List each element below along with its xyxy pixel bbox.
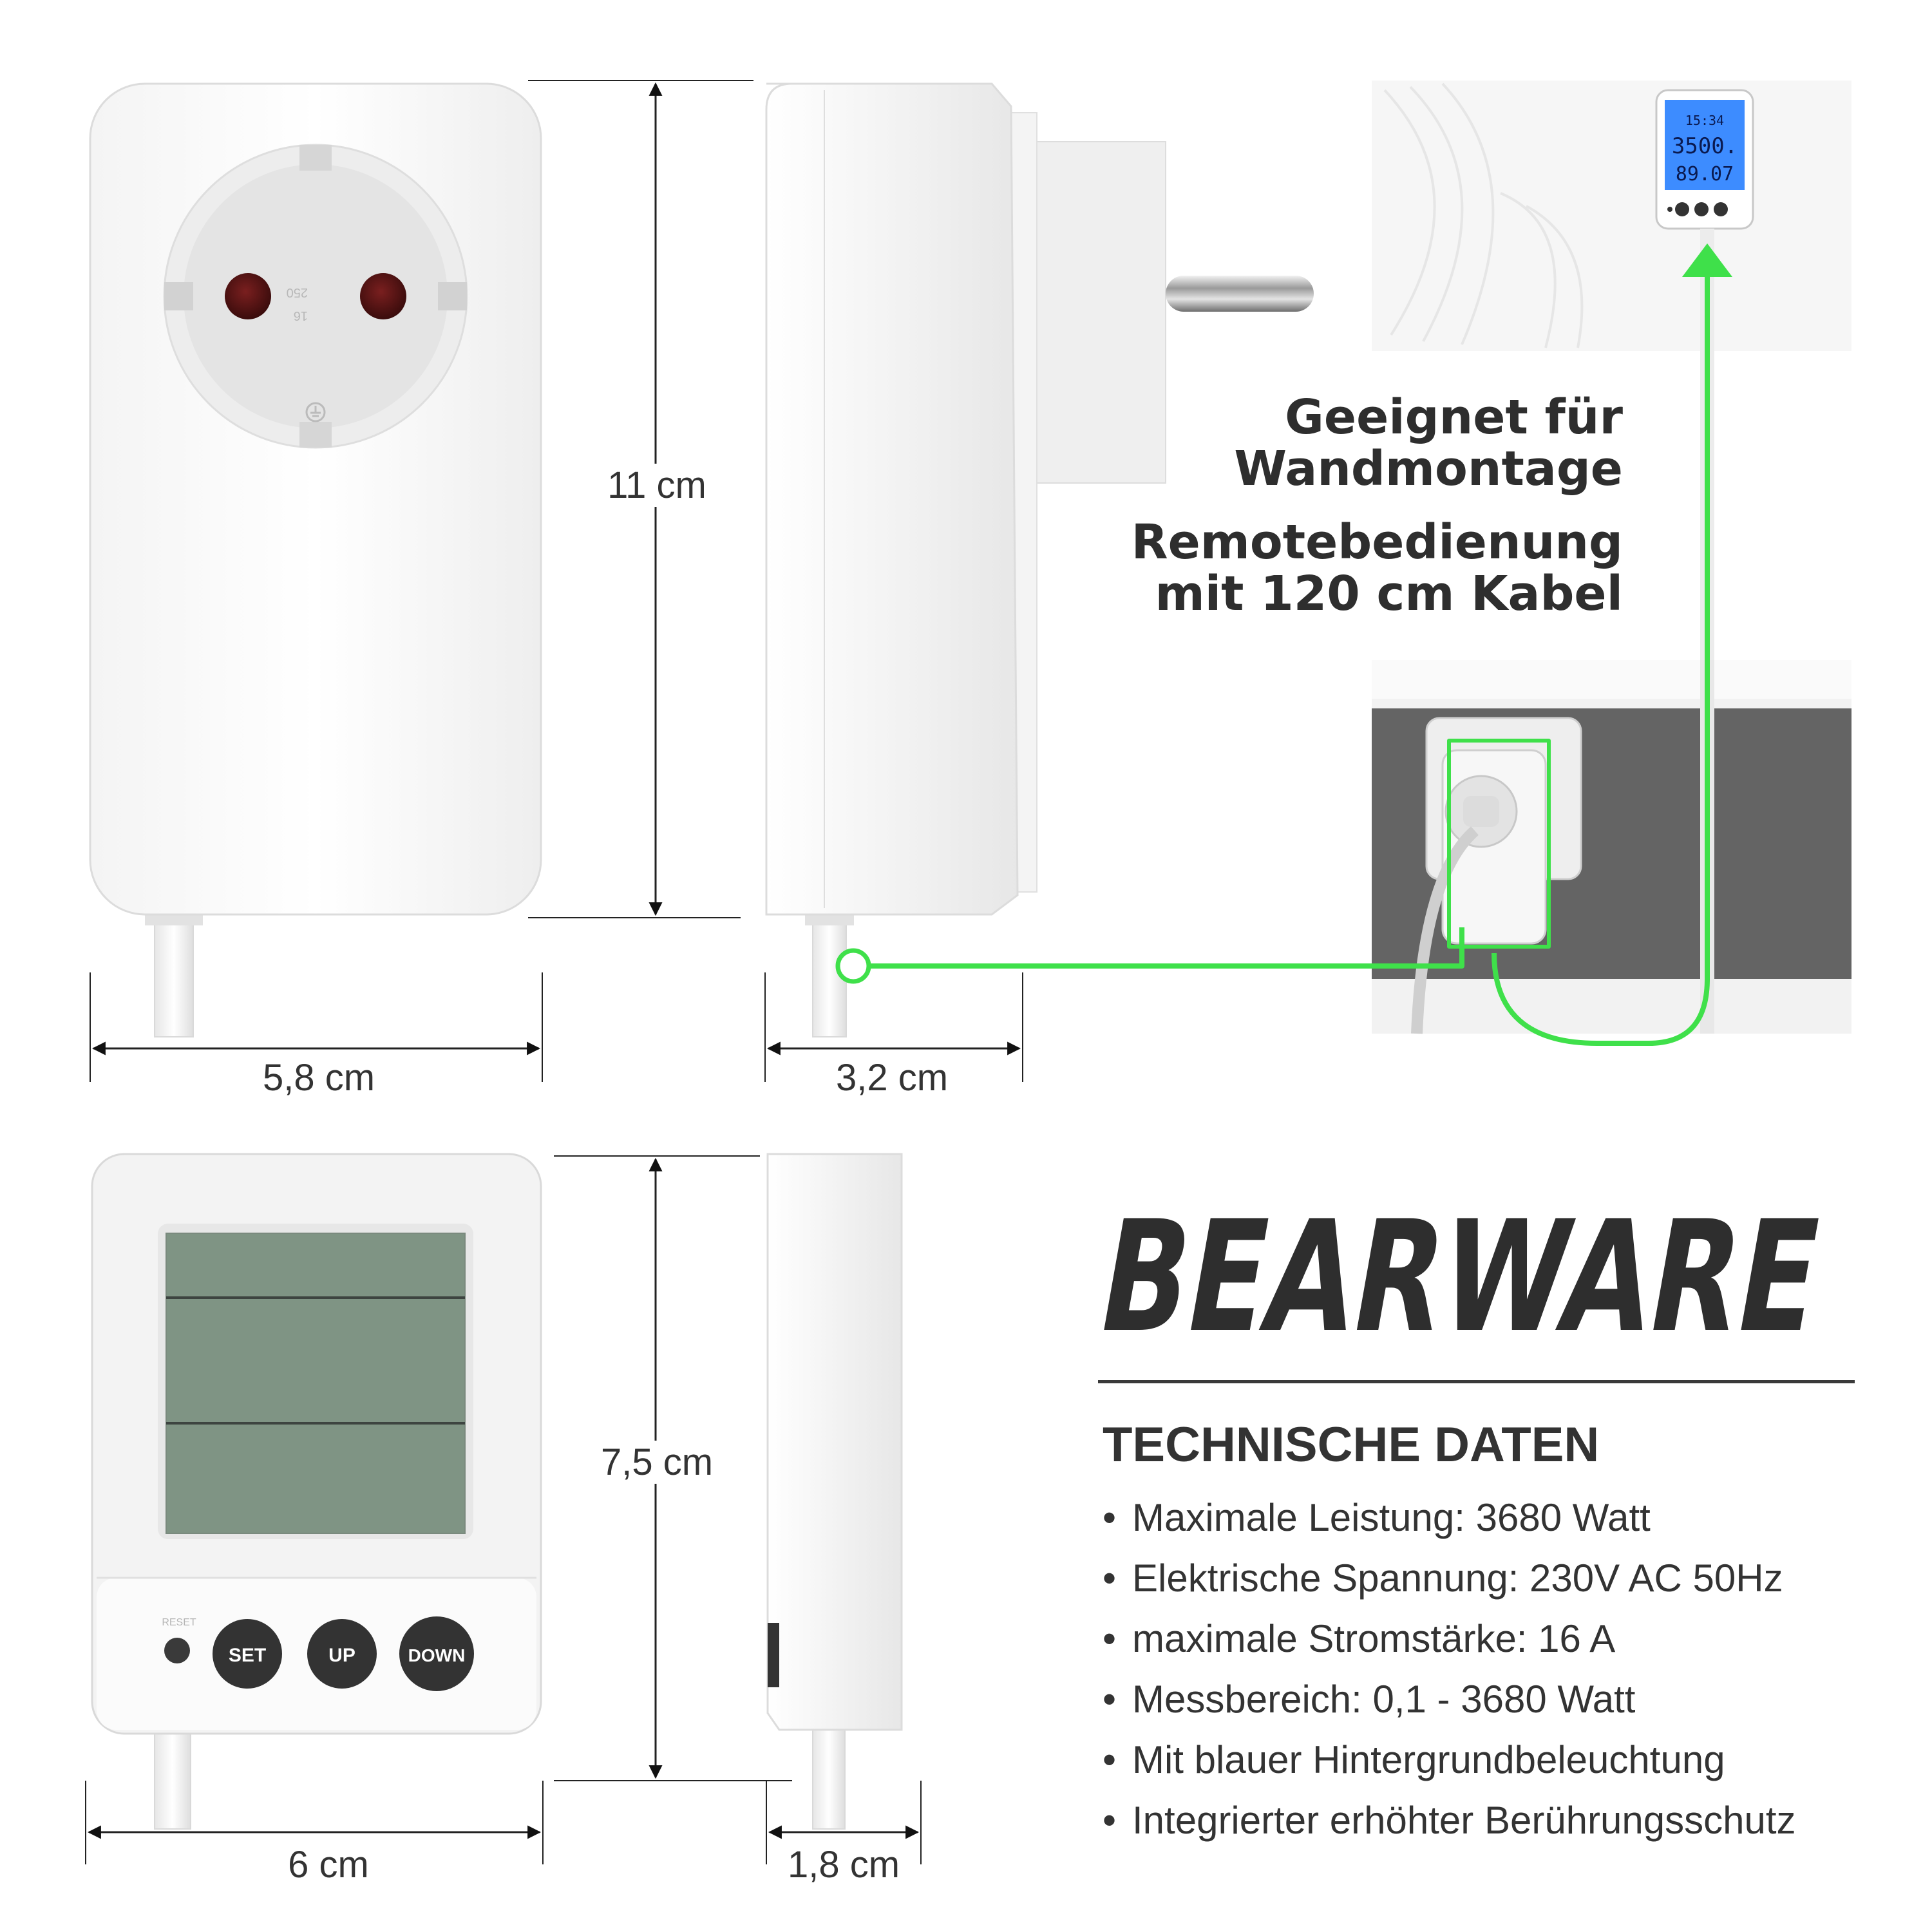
- spec-bullet: •: [1103, 1738, 1117, 1781]
- plug-pin: [1166, 276, 1314, 312]
- socket-rating-bottom: 16: [294, 308, 308, 323]
- spec-text: Integrierter erhöhter Berührungsschutz: [1132, 1799, 1796, 1842]
- mini-lcd-screen: [1665, 100, 1745, 190]
- remote-line1: Remotebedienung: [1131, 515, 1623, 570]
- socket-rating-top: 250: [287, 285, 308, 299]
- spec-item: • maximale Stromstärke: 16 A: [1103, 1609, 1796, 1669]
- spec-bullet: •: [1103, 1678, 1117, 1721]
- socket-recess: [184, 164, 448, 428]
- mini-lcd-value2: 89.07: [1676, 163, 1734, 185]
- spec-bullet: •: [1103, 1617, 1117, 1660]
- mini-lcd-value1: 3500.: [1672, 133, 1738, 159]
- brand-divider: [1098, 1380, 1855, 1383]
- ground-symbol-icon: [305, 402, 326, 422]
- display-cable: [154, 1725, 191, 1830]
- wall-photo-top: 15:34 3500. 89.07: [1372, 80, 1852, 351]
- spec-text: Mit blauer Hintergrundbeleuchtung: [1132, 1738, 1725, 1781]
- spec-bullet: •: [1103, 1557, 1117, 1600]
- display-side-cable: [812, 1725, 846, 1830]
- green-cable-line: [868, 927, 1464, 969]
- spec-text: Messbereich: 0,1 - 3680 Watt: [1132, 1678, 1636, 1721]
- socket-hole-left: [225, 273, 271, 319]
- mini-lcd-time: 15:34: [1685, 113, 1724, 128]
- wall-mount-line1: Geeignet für: [1285, 390, 1623, 445]
- spec-item: • Maximale Leistung: 3680 Watt: [1103, 1488, 1796, 1548]
- mini-button-3: [1714, 202, 1728, 216]
- dim-label-plug-width: 5,8 cm: [262, 1057, 375, 1099]
- wall-mount-callout: Geeignet für Wandmontage: [1234, 392, 1623, 495]
- mini-button-2: [1694, 202, 1709, 216]
- ground-clip-bottom: [299, 422, 332, 448]
- green-arrow-head: [1682, 243, 1732, 277]
- spec-text: Maximale Leistung: 3680 Watt: [1132, 1496, 1651, 1539]
- reset-button[interactable]: [164, 1638, 190, 1663]
- display-side-body: [766, 1153, 903, 1731]
- plug-cable: [154, 907, 194, 1037]
- spec-item: • Messbereich: 0,1 - 3680 Watt: [1103, 1669, 1796, 1730]
- reset-label: RESET: [162, 1617, 196, 1628]
- spec-bullet: •: [1103, 1799, 1117, 1842]
- remote-cable-path: [835, 243, 1732, 1046]
- display-unit-side-view: [766, 1153, 903, 1830]
- spec-item: • Mit blauer Hintergrundbeleuchtung: [1103, 1730, 1796, 1790]
- up-button-label: UP: [328, 1645, 355, 1666]
- green-device-outline: [1447, 739, 1551, 949]
- up-button[interactable]: UP: [307, 1619, 377, 1689]
- spec-item: • Elektrische Spannung: 230V AC 50Hz: [1103, 1548, 1796, 1609]
- spec-item: • Integrierter erhöhter Berührungsschutz: [1103, 1790, 1796, 1851]
- spec-title: TECHNISCHE DATEN: [1103, 1417, 1600, 1472]
- socket-plug-front-view: 250 16: [89, 82, 542, 1037]
- display-side-buttons: [768, 1623, 779, 1687]
- plug-prong-housing: [1030, 141, 1166, 484]
- bearware-logo-text: BEARWARE: [1095, 1191, 1833, 1352]
- lcd-screen: [166, 1233, 466, 1534]
- set-button[interactable]: SET: [213, 1619, 282, 1689]
- green-cable-to-display: [1492, 277, 1710, 1046]
- dim-label-display-height: 7,5 cm: [580, 1441, 734, 1484]
- bearware-logo: BEARWARE: [1095, 1191, 1833, 1352]
- wall-background: [1372, 80, 1852, 351]
- wall-mount-line2: Wandmontage: [1234, 441, 1623, 497]
- dim-label-display-width: 6 cm: [288, 1844, 369, 1886]
- fan-blades-decor: [1383, 82, 1584, 348]
- set-button-label: SET: [229, 1645, 266, 1666]
- ground-clip-left: [164, 282, 193, 310]
- ground-clip-right: [438, 282, 467, 310]
- down-button[interactable]: DOWN: [399, 1616, 474, 1691]
- spec-text: maximale Stromstärke: 16 A: [1132, 1617, 1616, 1660]
- mini-reset: [1667, 207, 1672, 212]
- ground-clip-top: [299, 145, 332, 171]
- down-button-label: DOWN: [408, 1645, 466, 1665]
- inserted-plug: [1463, 796, 1499, 827]
- plug-side-body: [765, 82, 1019, 916]
- dim-label-display-depth: 1,8 cm: [787, 1844, 900, 1886]
- appliance-cable: [1411, 826, 1479, 1034]
- green-cable-start: [835, 948, 871, 984]
- remote-line2: mit 120 cm Kabel: [1155, 566, 1623, 621]
- spec-text: Elektrische Spannung: 230V AC 50Hz: [1132, 1557, 1783, 1600]
- socket-hole-right: [360, 273, 406, 319]
- socket-plug-side-view: [765, 82, 1314, 1037]
- spec-bullet: •: [1103, 1496, 1117, 1539]
- mini-button-1: [1675, 202, 1689, 216]
- spec-list: • Maximale Leistung: 3680 Watt • Elektrisc…: [1103, 1488, 1796, 1851]
- dim-label-plug-height: 11 cm: [589, 464, 724, 507]
- remote-callout: Remotebedienung mit 120 cm Kabel: [1132, 516, 1623, 620]
- dim-label-plug-depth: 3,2 cm: [835, 1057, 949, 1099]
- display-unit-front-view: RESET SET UP DOWN: [91, 1153, 542, 1830]
